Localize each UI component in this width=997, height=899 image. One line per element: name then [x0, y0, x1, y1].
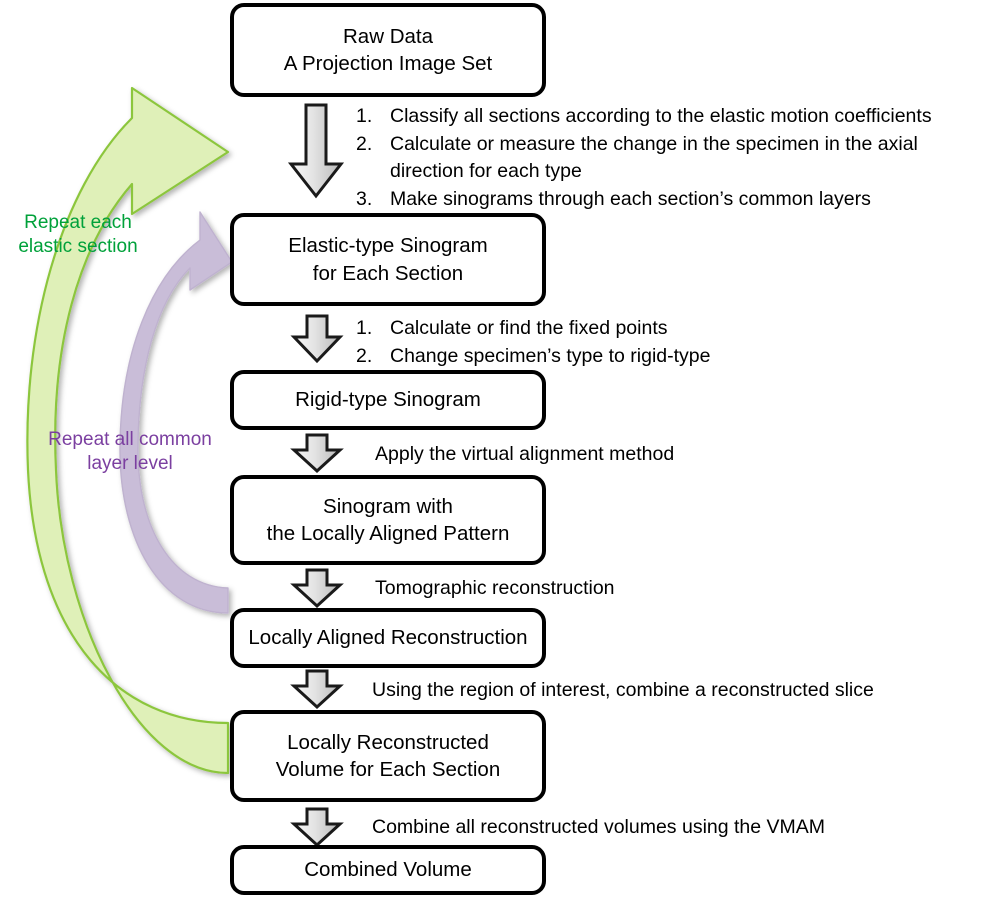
caption-tomographic-reconstruction: Tomographic reconstruction: [375, 577, 615, 599]
step-text: Make sinograms through each section’s co…: [390, 188, 871, 211]
loop-label-repeat-elastic-section: Repeat each elastic section: [18, 212, 138, 258]
caption-virtual-alignment: Apply the virtual alignment method: [375, 443, 675, 465]
down-arrow-3: [290, 433, 344, 474]
step-number: 1.: [356, 317, 373, 339]
step-number: 3.: [356, 188, 373, 211]
step-text: Classify all sections according to the e…: [390, 105, 932, 127]
steps-group-2: 1. Calculate or find the fixed points 2.…: [356, 315, 956, 370]
down-arrow-5: [290, 669, 344, 710]
node-aligned-sinogram-label: Sinogram with the Locally Aligned Patter…: [266, 494, 510, 545]
node-combined-volume[interactable]: Combined Volume: [230, 845, 546, 895]
node-raw-data[interactable]: Raw Data A Projection Image Set: [230, 3, 546, 97]
steps-group-1: 1. Classify all sections according to th…: [356, 103, 996, 214]
node-combined-volume-label: Combined Volume: [304, 858, 472, 882]
repeat-common-layer-arrow: [119, 211, 233, 614]
step-item: 2. Calculate or measure the change in th…: [356, 131, 996, 186]
step-number: 1.: [356, 105, 373, 127]
node-aligned-reconstruction[interactable]: Locally Aligned Reconstruction: [230, 608, 546, 668]
loop-label-repeat-common-layer: Repeat all common layer level: [48, 429, 212, 475]
step-item: 1. Classify all sections according to th…: [356, 103, 996, 131]
step-number: 2.: [356, 344, 373, 367]
step-item: 1. Calculate or find the fixed points: [356, 315, 956, 343]
node-aligned-reconstruction-label: Locally Aligned Reconstruction: [248, 626, 528, 650]
step-item: 2. Change specimen’s type to rigid-type: [356, 343, 956, 371]
node-elastic-sinogram-label: Elastic-type Sinogram for Each Section: [288, 234, 488, 285]
step-text: Calculate or find the fixed points: [390, 317, 668, 339]
down-arrow-1: [287, 103, 345, 199]
node-rigid-sinogram-label: Rigid-type Sinogram: [295, 388, 481, 412]
node-elastic-sinogram[interactable]: Elastic-type Sinogram for Each Section: [230, 213, 546, 306]
node-aligned-sinogram[interactable]: Sinogram with the Locally Aligned Patter…: [230, 475, 546, 565]
down-arrow-4: [290, 568, 344, 609]
step-number: 2.: [356, 132, 373, 155]
step-text: Change specimen’s type to rigid-type: [390, 344, 711, 367]
node-local-volume-label: Locally Reconstructed Volume for Each Se…: [275, 730, 501, 781]
step-text: Calculate or measure the change in the s…: [390, 132, 918, 183]
node-local-volume[interactable]: Locally Reconstructed Volume for Each Se…: [230, 710, 546, 802]
caption-combine-all: Combine all reconstructed volumes using …: [372, 816, 826, 838]
down-arrow-2: [290, 314, 344, 364]
caption-roi-combine: Using the region of interest, combine a …: [372, 679, 874, 701]
step-item: 3. Make sinograms through each section’s…: [356, 186, 996, 214]
node-rigid-sinogram[interactable]: Rigid-type Sinogram: [230, 370, 546, 430]
node-raw-data-label: Raw Data A Projection Image Set: [283, 24, 493, 75]
down-arrow-6: [290, 807, 344, 848]
